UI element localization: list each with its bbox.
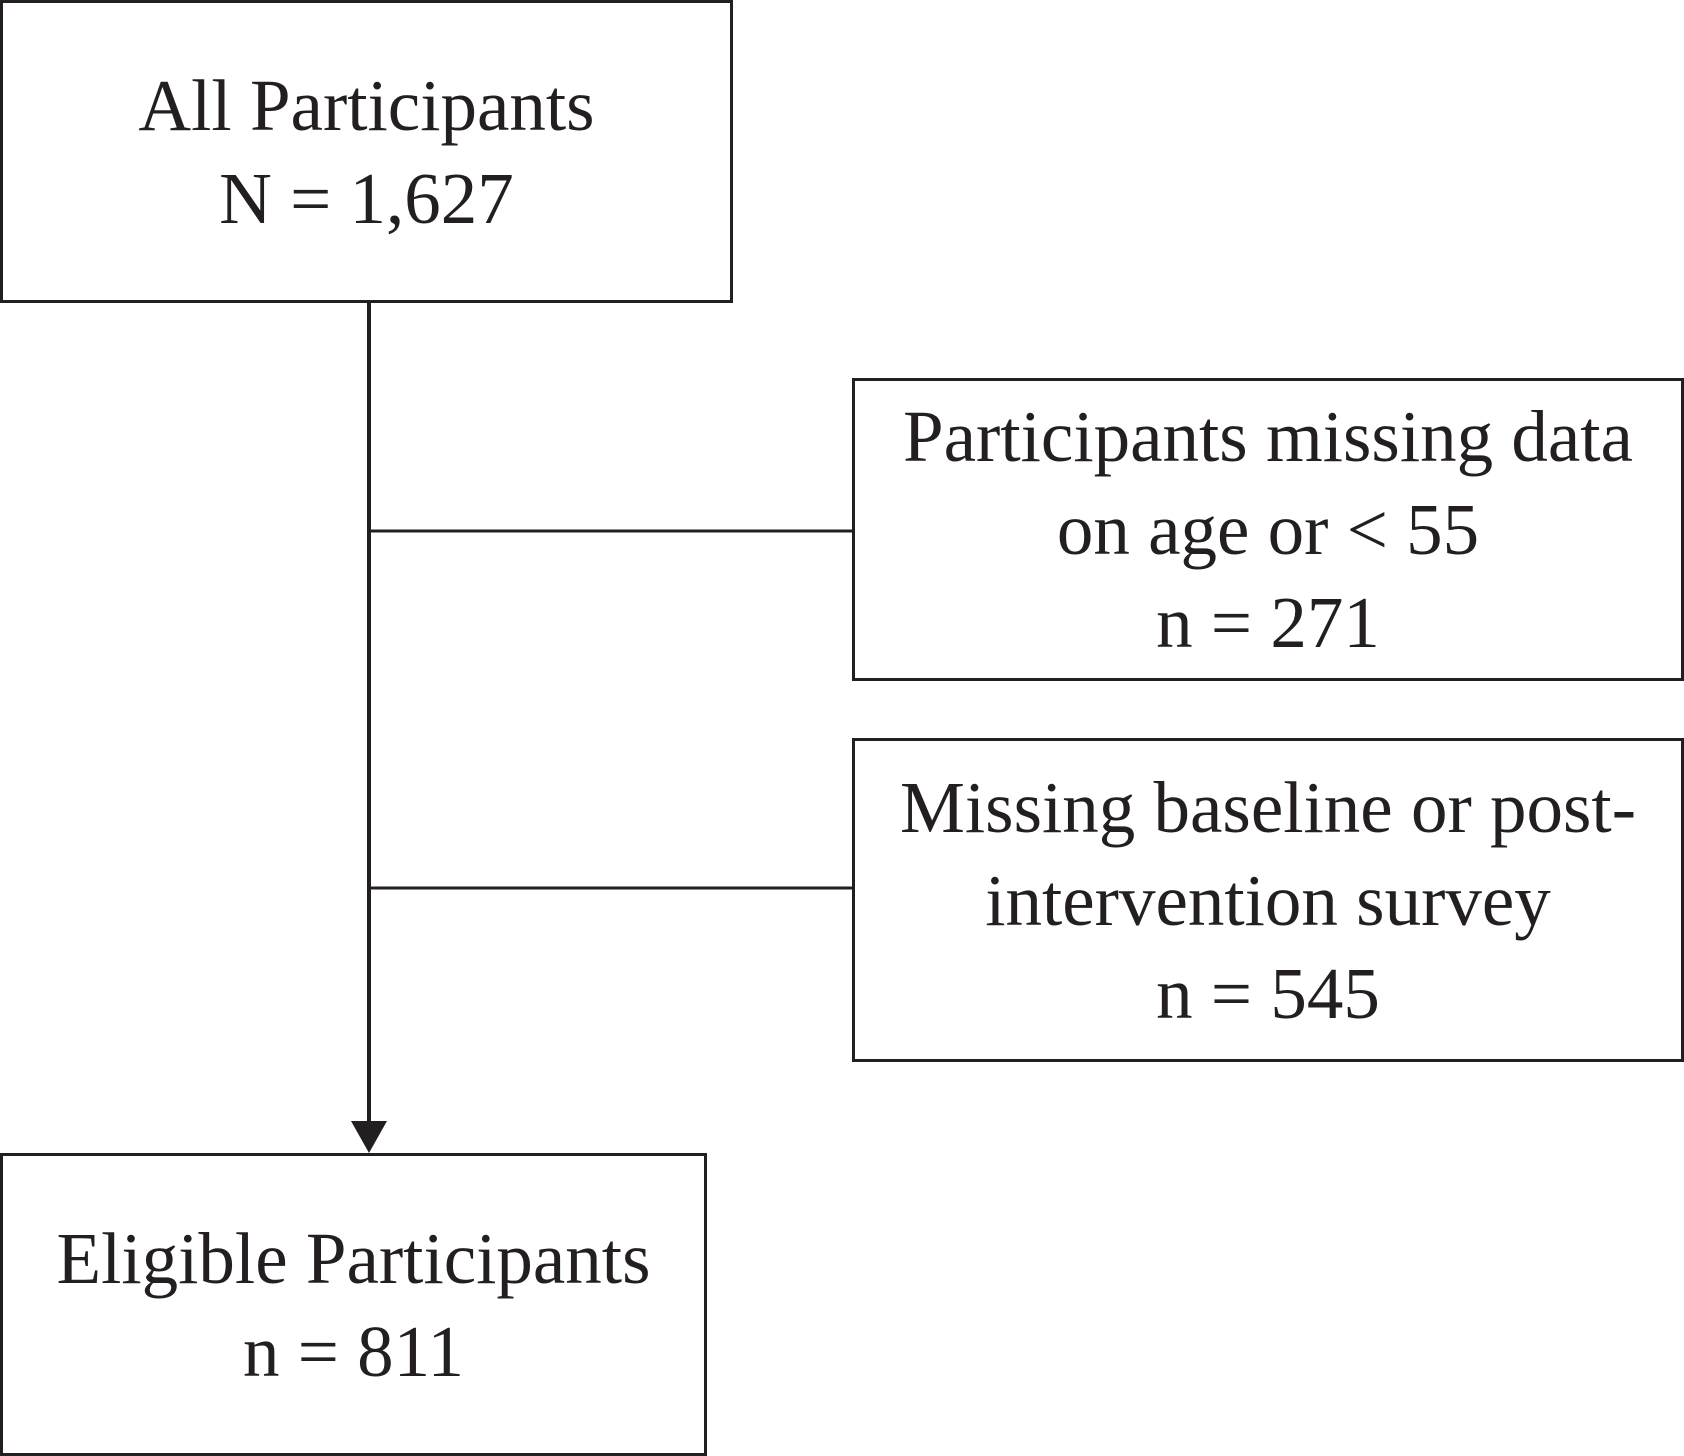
exclusion-survey-count: n = 545 (1156, 952, 1380, 1034)
exclusion-box-age: Participants missing data on age or < 55… (852, 378, 1684, 681)
exclusion-age-line-2: on age or < 55 (1056, 489, 1480, 570)
exclusion-survey-line-1: Missing baseline or post- (899, 766, 1637, 848)
eligible-participants-title: Eligible Participants (56, 1217, 651, 1299)
exclusion-box-survey: Missing baseline or post- intervention s… (852, 738, 1684, 1062)
all-participants-box: All Participants N = 1,627 (0, 0, 733, 303)
all-participants-title: All Participants (138, 64, 595, 146)
eligible-participants-count: n = 811 (243, 1310, 464, 1392)
all-participants-count: N = 1,627 (219, 157, 514, 239)
main-flow-arrowhead (351, 1121, 387, 1153)
exclusion-survey-line-2: intervention survey (985, 859, 1551, 941)
eligible-participants-box: Eligible Participants n = 811 (0, 1153, 707, 1456)
exclusion-age-count: n = 271 (1156, 582, 1380, 663)
exclusion-age-line-1: Participants missing data (903, 396, 1633, 477)
